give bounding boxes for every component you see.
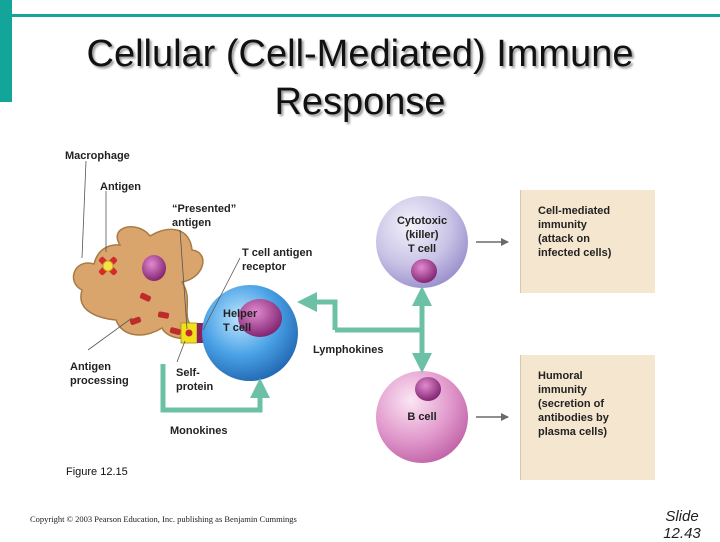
antigen-fragment: [129, 316, 142, 325]
lymphokines-arrows: [297, 286, 432, 373]
antigen-fragment: [169, 327, 182, 336]
humoral-result-box: Humoral immunity (secretion of antibodie…: [520, 355, 655, 480]
helper-t-nucleus: [238, 299, 282, 337]
antigen-fragment: [139, 292, 152, 302]
cell-mediated-result-box: Cell-mediated immunity (attack on infect…: [520, 190, 655, 293]
top-rule: [12, 14, 720, 17]
label-macrophage: Macrophage: [65, 150, 130, 162]
diagram-drawing: [72, 160, 509, 463]
label-leader-lines: [81, 160, 241, 363]
cell-mediated-result-text: Cell-mediated immunity (attack on infect…: [538, 205, 612, 259]
macrophage-nucleus: [142, 255, 166, 281]
monokines-arrow: [160, 364, 270, 413]
label-antigen-processing: Antigen processing: [70, 361, 129, 387]
label-antigen: Antigen: [100, 181, 141, 193]
label-presented-antigen: “Presented” antigen: [172, 203, 237, 229]
immune-response-diagram: Macrophage Antigen “Presented” antigen T…: [60, 140, 660, 485]
antigen-icon: [98, 256, 118, 276]
copyright-notice: Copyright © 2003 Pearson Education, Inc.…: [30, 514, 297, 524]
humoral-result-text: Humoral immunity (secretion of antibodie…: [538, 370, 609, 438]
cytotoxic-t-cell: [376, 196, 468, 288]
label-cytotoxic-t-cell: Cytotoxic (killer) T cell: [396, 215, 448, 255]
presented-antigen-dot: [185, 329, 193, 337]
figure-caption: Figure 12.15: [66, 466, 128, 478]
b-cell: [376, 371, 468, 463]
label-lymphokines: Lymphokines: [313, 344, 384, 356]
slide-number: Slide 12.43: [663, 508, 701, 542]
antigen-fragment: [157, 311, 170, 319]
label-monokines: Monokines: [170, 425, 228, 437]
label-b-cell: B cell: [407, 411, 437, 423]
label-helper-t-cell: Helper T cell: [223, 308, 258, 334]
label-t-cell-receptor: T cell antigen receptor: [242, 247, 313, 273]
label-self-protein: Self- protein: [176, 367, 214, 393]
b-cell-nucleus: [415, 377, 441, 401]
cytotoxic-nucleus: [411, 259, 437, 283]
slide-title: Cellular (Cell-Mediated) Immune Response: [86, 33, 634, 123]
accent-bar: [0, 0, 12, 102]
